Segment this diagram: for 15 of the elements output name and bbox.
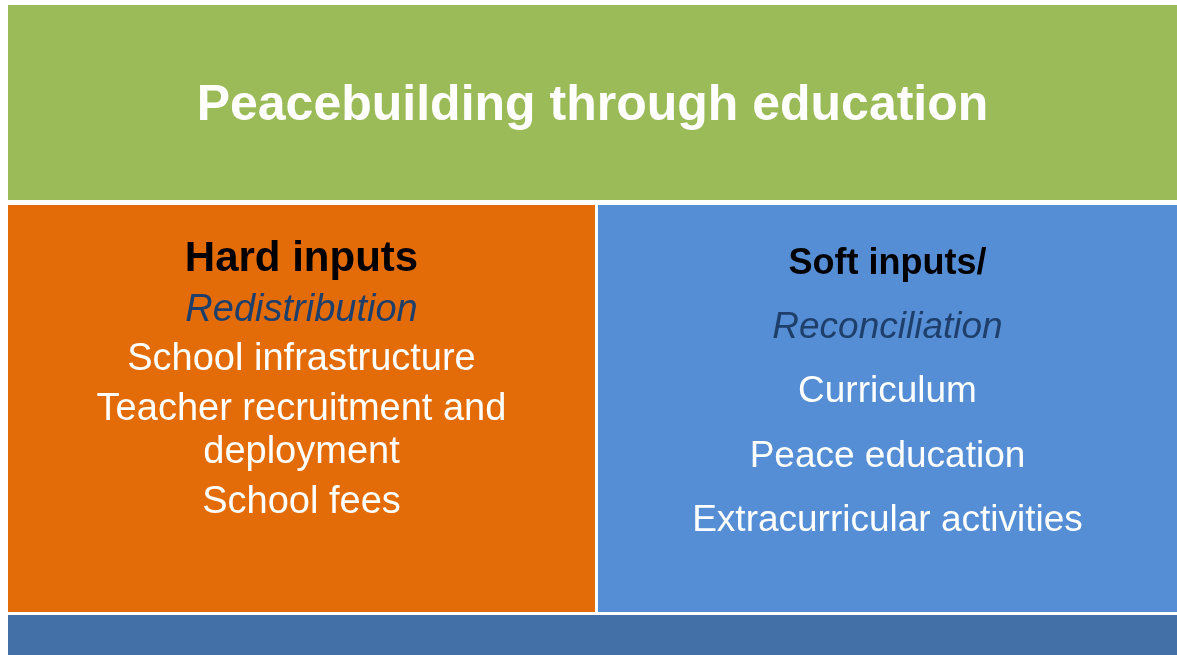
item-text: Peace education xyxy=(749,433,1026,477)
item-text: School fees xyxy=(202,479,401,523)
heading-text: Hard inputs xyxy=(184,233,419,281)
item-text: Curriculum xyxy=(798,369,977,412)
title-band xyxy=(8,5,1177,200)
title-text: Peacebuilding through education xyxy=(196,73,989,132)
bar-shape xyxy=(8,615,1177,655)
item-text: Teacher recruitment and deployment xyxy=(95,385,508,474)
heading-text: Soft inputs/ xyxy=(788,241,987,283)
input-panel xyxy=(598,205,1177,612)
input-panel xyxy=(8,205,595,612)
item-text: Extracurricular activities xyxy=(692,498,1083,541)
item-text: School infrastructure xyxy=(127,336,476,380)
subheading-text: Redistribution xyxy=(185,287,418,330)
subheading-text: Reconciliation xyxy=(772,305,1003,347)
